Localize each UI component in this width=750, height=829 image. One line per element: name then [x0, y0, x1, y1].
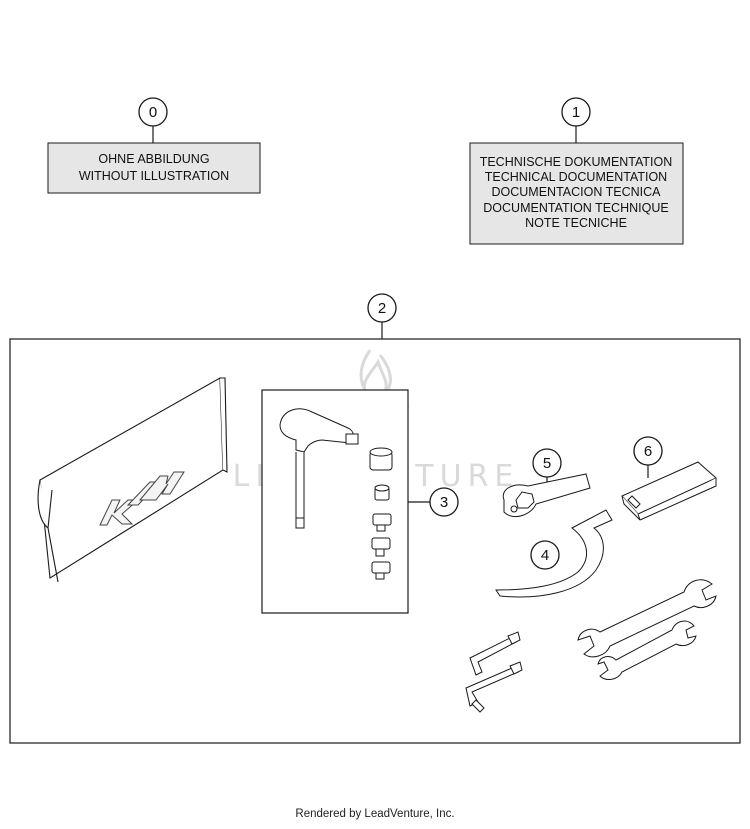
doc-line-1: TECHNISCHE DOKUMENTATION [480, 155, 673, 169]
without-illustration-note: OHNE ABBILDUNG WITHOUT ILLUSTRATION [47, 142, 261, 194]
t-handle-wrench-icon [279, 408, 359, 529]
note-line-1: OHNE ABBILDUNG [98, 152, 209, 166]
open-end-wrenches-icon [577, 579, 717, 680]
doc-line-5: NOTE TECNICHE [525, 216, 627, 230]
callout-6[interactable]: 6 [633, 436, 663, 466]
callout-5-label: 5 [543, 455, 551, 472]
callout-3-label: 3 [440, 494, 448, 511]
callout-5[interactable]: 5 [532, 448, 562, 478]
brand-logo-icon [99, 471, 185, 526]
footer-credit: Rendered by LeadVenture, Inc. [295, 808, 455, 820]
bit-sockets-icon [369, 447, 393, 580]
callout-1-label: 1 [572, 104, 580, 121]
callout-2-label: 2 [378, 300, 386, 317]
parts-diagram: LEADVENTURE 0 OHNE ABBILDUNG WITHOUT ILL… [9, 97, 741, 744]
callout-1[interactable]: 1 [561, 97, 591, 127]
callout-4-label: 4 [541, 547, 549, 564]
rubber-sleeve-icon [621, 461, 717, 521]
callout-0-label: 0 [149, 104, 157, 121]
callout-3[interactable]: 3 [429, 487, 459, 517]
callout-2[interactable]: 2 [367, 293, 397, 323]
callout-0[interactable]: 0 [138, 97, 168, 127]
note-line-2: WITHOUT ILLUSTRATION [79, 169, 229, 183]
doc-line-3: DOCUMENTACION TECNICA [492, 185, 662, 199]
box-wrench-icon [502, 473, 591, 517]
doc-line-4: DOCUMENTATION TECHNIQUE [483, 201, 668, 215]
callout-6-label: 6 [644, 443, 652, 460]
hex-keys-icon [465, 631, 523, 713]
documentation-note: TECHNISCHE DOKUMENTATION TECHNICAL DOCUM… [469, 142, 684, 245]
tool-bag-icon [37, 377, 228, 583]
hex-key-set [261, 389, 409, 614]
doc-line-2: TECHNICAL DOCUMENTATION [485, 170, 667, 184]
toolkit-frame [9, 338, 741, 744]
hook-spanner-icon [495, 509, 613, 598]
callout-4[interactable]: 4 [530, 540, 560, 570]
